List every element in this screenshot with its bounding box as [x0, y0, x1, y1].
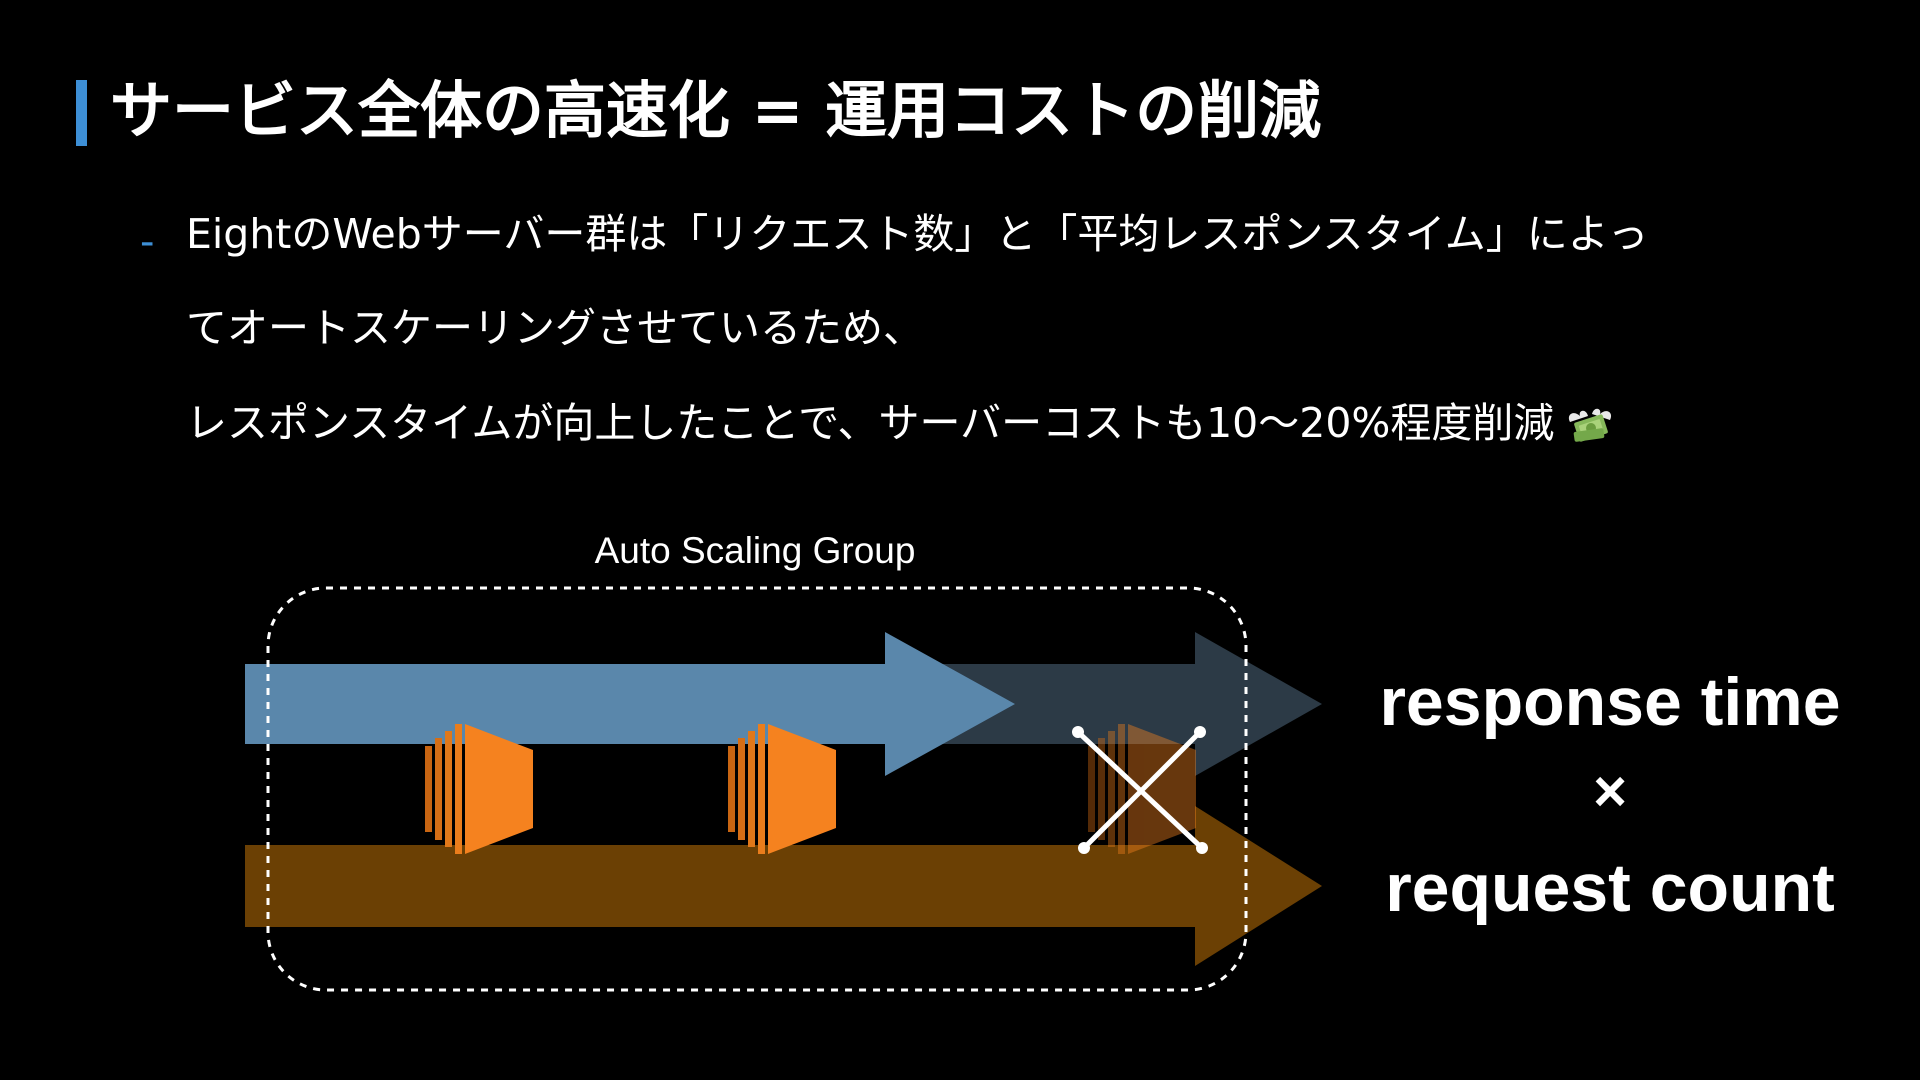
metric-request-count: request count [1385, 850, 1835, 926]
body-line-3-text: レスポンスタイムが向上したことで、サーバーコストも10〜20%程度削減 [186, 399, 1555, 447]
ec2-instance-icon [728, 724, 836, 854]
auto-scaling-group-boundary [266, 586, 1248, 992]
auto-scaling-group-label: Auto Scaling Group [594, 530, 916, 571]
title-accent-bar [76, 80, 87, 146]
metric-response-time: response time [1379, 664, 1841, 740]
slide-title: サービス全体の高速化 = 運用コストの削減 [110, 74, 1322, 147]
request-count-arrow [245, 806, 1322, 966]
metric-multiply-sign: × [1593, 759, 1627, 824]
cross-icon [1075, 729, 1205, 851]
money-with-wings-icon [1569, 408, 1612, 442]
bullet-dash: - [140, 219, 155, 265]
body-line-2: てオートスケーリングさせているため、 [186, 304, 924, 352]
body-line-1: EightのWebサーバー群は「リクエスト数」と「平均レスポンスタイム」によっ [186, 210, 1649, 258]
body-line-3: レスポンスタイムが向上したことで、サーバーコストも10〜20%程度削減 [186, 395, 1906, 451]
response-time-arrow [245, 632, 1015, 776]
ec2-instance-icon [425, 724, 533, 854]
